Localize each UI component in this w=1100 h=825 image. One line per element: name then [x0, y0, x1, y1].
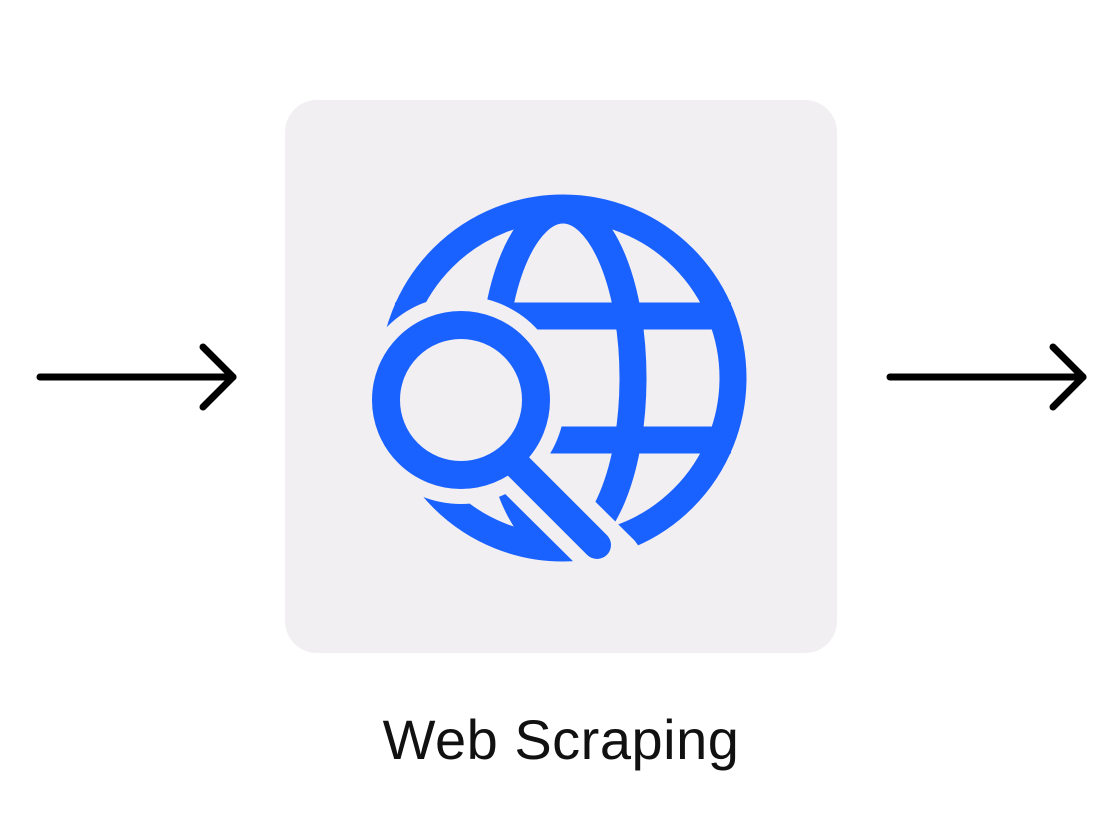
globe-search-icon [372, 194, 747, 562]
node-label: Web Scraping [382, 708, 740, 771]
incoming-arrow-icon [36, 343, 237, 411]
outgoing-arrow-icon [886, 343, 1087, 411]
web-scraping-node[interactable] [285, 100, 837, 653]
